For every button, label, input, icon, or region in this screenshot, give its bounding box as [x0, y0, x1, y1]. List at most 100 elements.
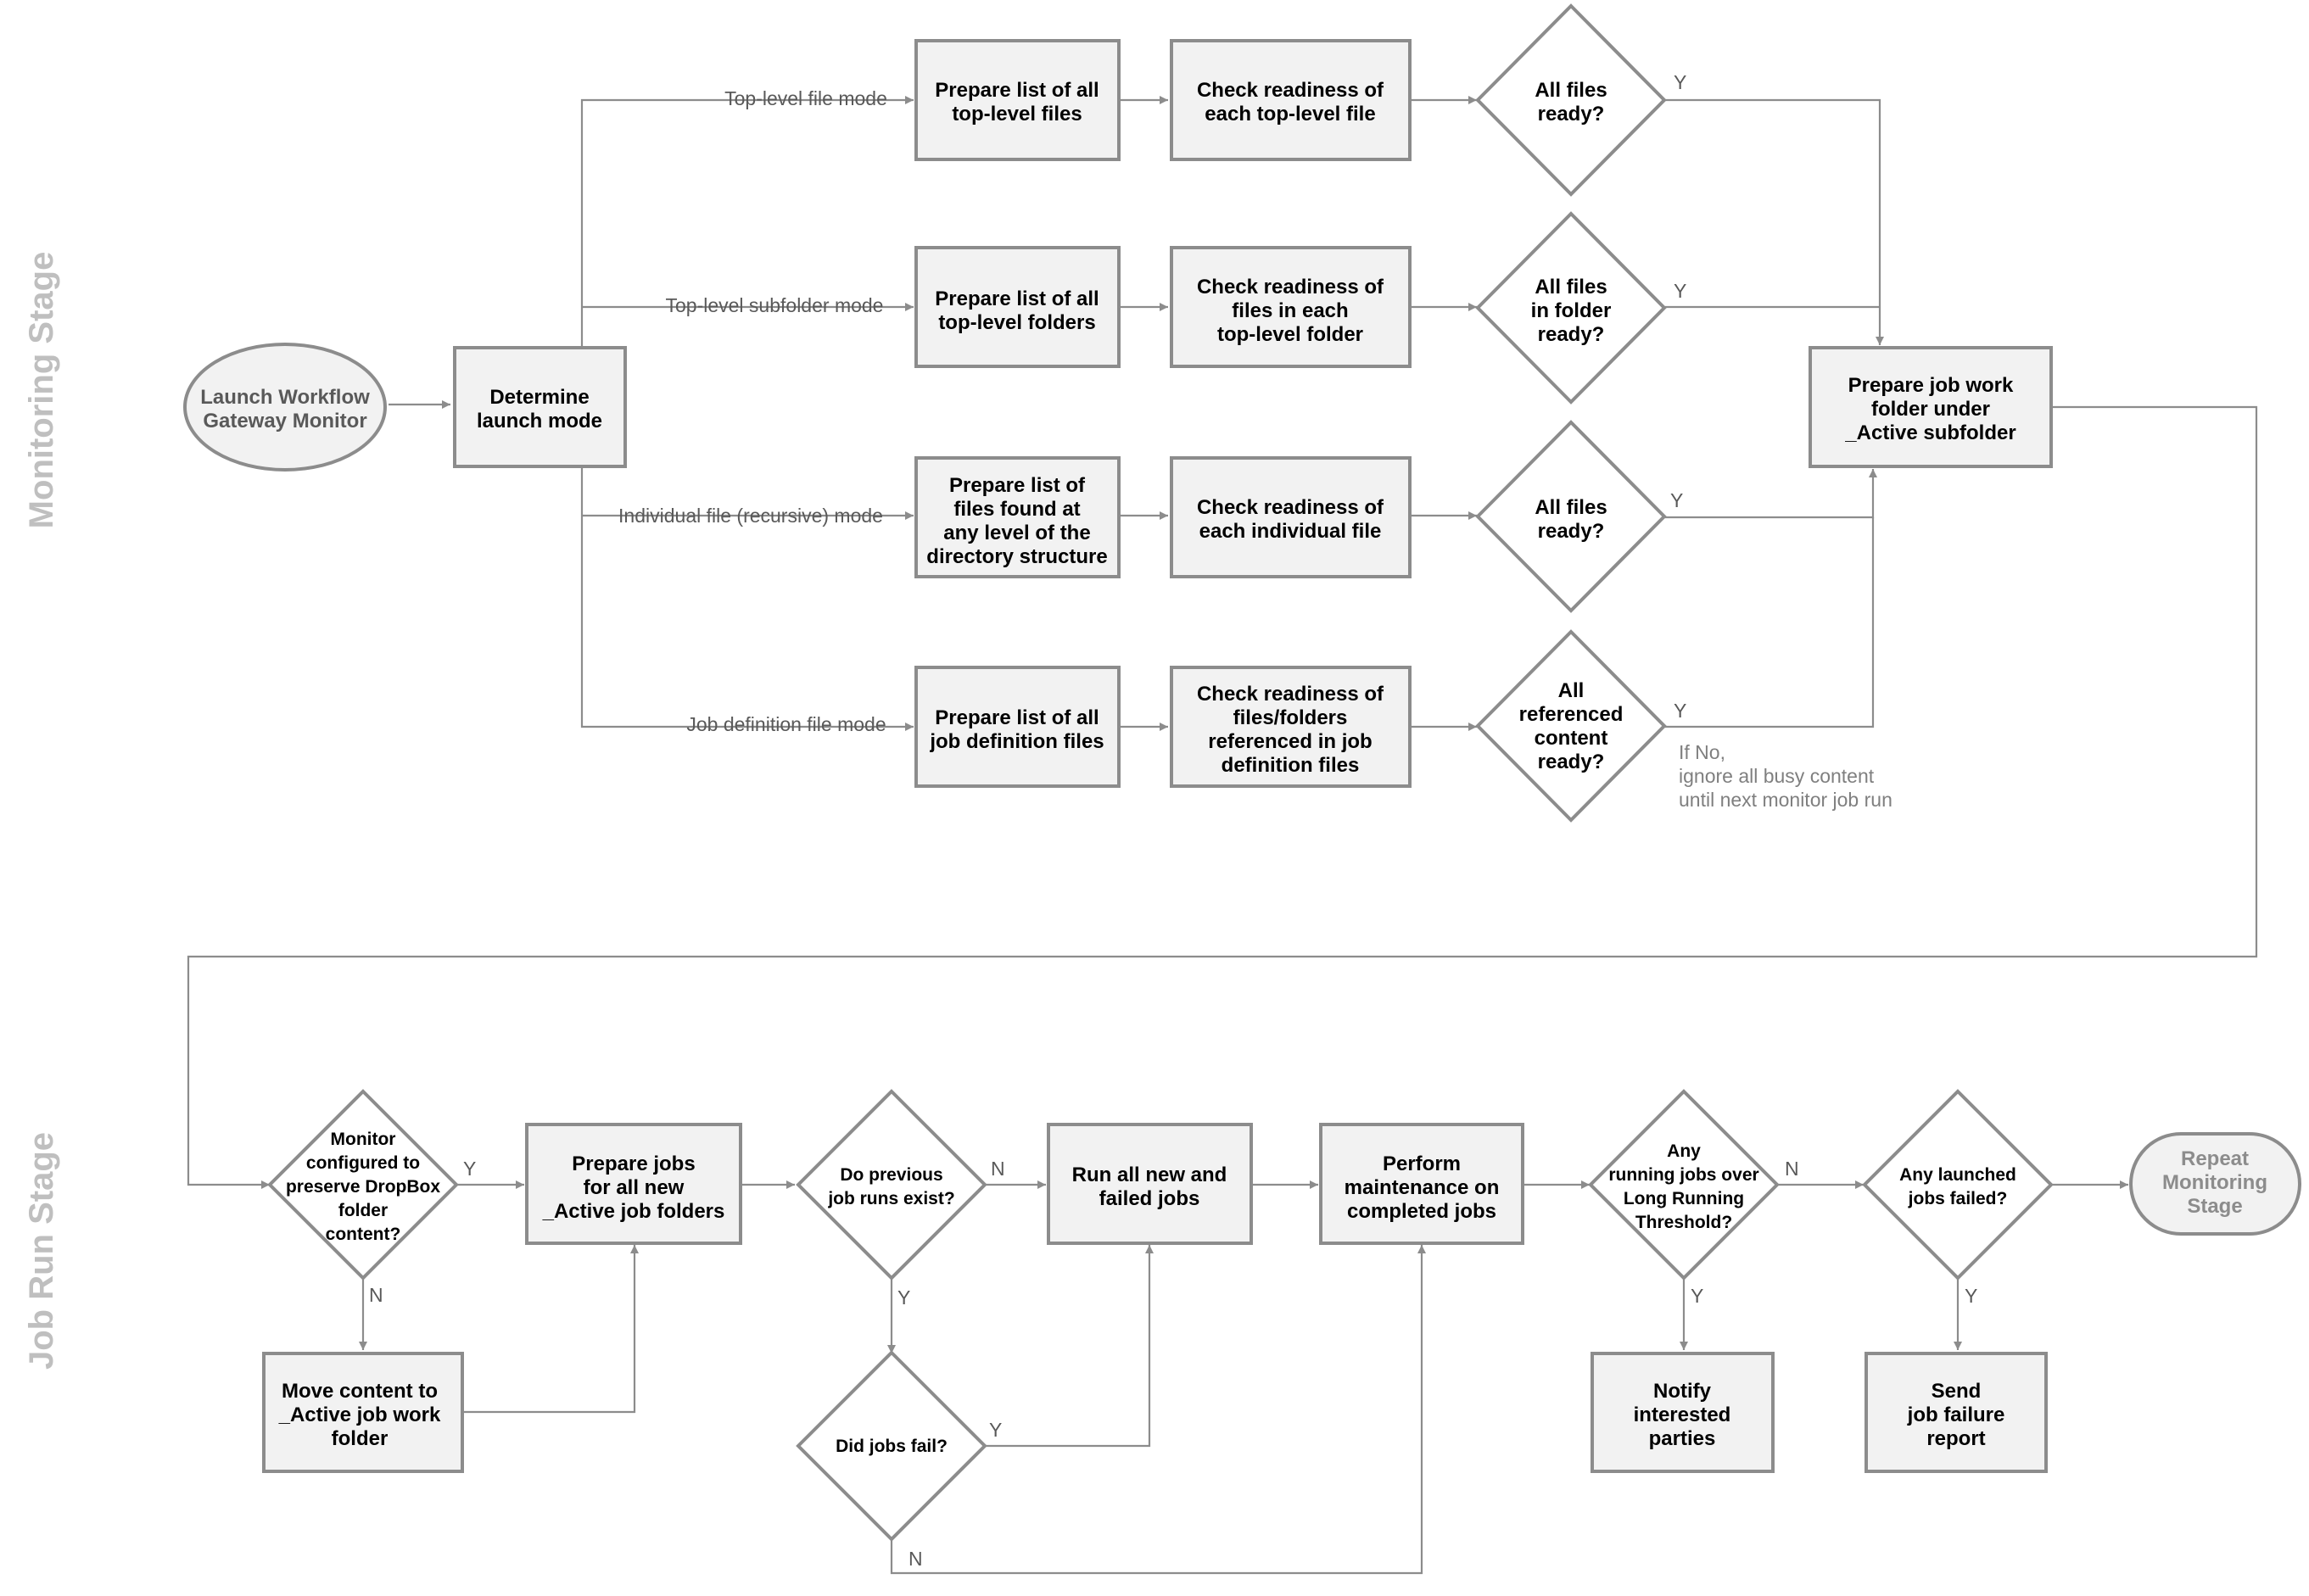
- edge-label-top-level-subfolder-mode: Top-level subfolder mode: [666, 294, 884, 316]
- node-text: Check readiness of: [1197, 79, 1384, 102]
- node-text: running jobs over: [1608, 1165, 1758, 1185]
- branch-label-yes: Y: [1674, 71, 1686, 93]
- node-text: preserve DropBox: [286, 1177, 440, 1197]
- node-text: parties: [1649, 1427, 1716, 1450]
- node-text: ready?: [1538, 751, 1605, 773]
- node-text: Do previous: [840, 1165, 942, 1185]
- node-text: All: [1558, 679, 1585, 702]
- node-text: referenced: [1519, 703, 1624, 726]
- node-text: Check readiness of: [1197, 496, 1384, 519]
- node-text: Monitor: [331, 1130, 396, 1149]
- node-text: Stage: [2187, 1195, 2242, 1218]
- branch-label-yes: Y: [1674, 700, 1686, 722]
- node-text: each top-level file: [1205, 103, 1375, 126]
- node-text: Notify: [1653, 1380, 1712, 1403]
- node-text: Determine: [489, 386, 589, 409]
- job-run-stage-title: Job Run Stage: [23, 1132, 60, 1370]
- node-text: Monitoring: [2162, 1171, 2267, 1194]
- connectors-monitoring: [187, 96, 2258, 1189]
- node-text: directory structure: [926, 545, 1107, 568]
- node-text: folder under: [1871, 398, 1990, 421]
- node-text: interested: [1634, 1403, 1731, 1426]
- node-text: Prepare list of all: [935, 79, 1099, 102]
- node-text: in folder: [1531, 299, 1612, 322]
- node-text: files in each: [1232, 299, 1348, 322]
- connectors-job-run: [359, 1180, 2128, 1575]
- did-jobs-fail-decision: Did jobs fail?: [796, 1350, 987, 1542]
- branch-label-yes: Y: [897, 1286, 910, 1309]
- node-text: Move content to: [282, 1380, 438, 1403]
- node-text: Check readiness of: [1197, 683, 1384, 706]
- node-text: each individual file: [1199, 520, 1382, 543]
- edge-label-top-level-file-mode: Top-level file mode: [724, 87, 887, 109]
- node-text: Send: [1932, 1380, 1982, 1403]
- node-text: All files: [1535, 79, 1607, 102]
- branch-label-no: N: [369, 1284, 383, 1306]
- node-text: ready?: [1538, 323, 1605, 346]
- node-text: top-level folders: [938, 311, 1095, 334]
- node-text: Prepare list of all: [935, 706, 1099, 729]
- node-text: any level of the: [943, 522, 1090, 544]
- edge-label-job-definition-mode: Job definition file mode: [686, 713, 886, 735]
- node-text: report: [1926, 1427, 1985, 1450]
- node-text: files found at: [953, 498, 1080, 521]
- node-text: All files: [1535, 496, 1607, 519]
- node-text: Prepare job work: [1848, 374, 2014, 397]
- node-text: top-level files: [952, 103, 1082, 126]
- node-text: job failure: [1907, 1403, 2005, 1426]
- branch-label-yes: Y: [1670, 489, 1683, 511]
- monitoring-stage-title: Monitoring Stage: [23, 252, 60, 529]
- node-text: files/folders: [1233, 706, 1348, 729]
- node-text: Check readiness of: [1197, 276, 1384, 299]
- node-text: jobs failed?: [1908, 1189, 2008, 1208]
- node-text: launch mode: [477, 410, 602, 432]
- node-text: Any: [1667, 1141, 1701, 1161]
- branch-label-no: N: [991, 1158, 1005, 1180]
- node-text: content?: [326, 1225, 401, 1244]
- svg-text:Did jobs fail?: Did jobs fail?: [836, 1437, 948, 1456]
- node-text: Gateway Monitor: [203, 410, 366, 432]
- node-text: folder: [338, 1201, 388, 1220]
- node-text: maintenance on: [1345, 1176, 1500, 1199]
- node-text: ready?: [1538, 103, 1605, 126]
- node-text: completed jobs: [1347, 1200, 1496, 1223]
- branch-label-no: N: [909, 1548, 923, 1570]
- node-text: _Active subfolder: [1844, 421, 2015, 444]
